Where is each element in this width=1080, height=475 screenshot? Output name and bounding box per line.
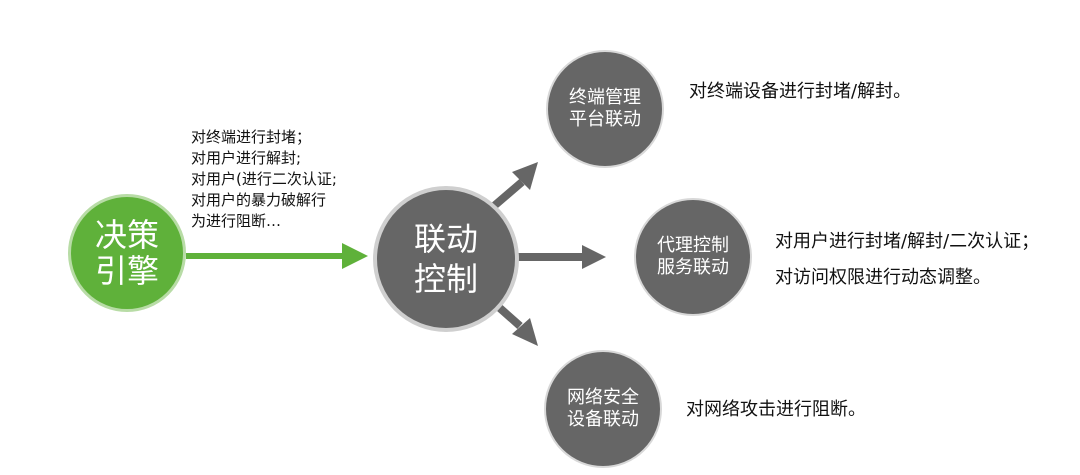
control-to-netsec-arrow-head (512, 318, 538, 346)
network-security-description: 对网络攻击进行阻断。 (686, 398, 866, 422)
terminal-platform-node: 终端管理平台联动 (546, 50, 664, 168)
proxy-service-description: 对用户进行封堵/解封/二次认证； 对访问权限进行动态调整。 (775, 230, 1039, 290)
proxy-service-description-line: 对用户进行封堵/解封/二次认证； (775, 231, 1040, 252)
terminal-platform-description: 对终端设备进行封堵/解封。 (689, 80, 911, 104)
engine-note-line: 对终端进行封堵； (191, 128, 312, 146)
engine-note-line: 对用户(进行二次认证; (191, 170, 337, 188)
control-to-terminal-arrow-head (512, 162, 538, 190)
control-to-proxy-arrow-head (582, 245, 606, 269)
linkage-control-node: 联动控制 (373, 186, 519, 332)
proxy-service-description-line: 对访问权限进行动态调整。 (775, 267, 991, 288)
proxy-service-label: 代理控制服务联动 (657, 235, 729, 278)
linkage-control-label: 联动控制 (413, 220, 478, 298)
proxy-service-node: 代理控制服务联动 (634, 198, 752, 316)
engine-note-line: 对用户的暴力破解行 (191, 191, 327, 209)
terminal-platform-description-line: 对终端设备进行封堵/解封。 (689, 81, 912, 102)
engine-note-line: 为进行阻断… (191, 212, 282, 230)
network-security-description-line: 对网络攻击进行阻断。 (686, 399, 866, 420)
network-security-node: 网络安全设备联动 (544, 350, 662, 468)
engine-action-notes: 对终端进行封堵； 对用户进行解封; 对用户(进行二次认证; 对用户的暴力破解行 … (191, 127, 366, 232)
engine-note-line: 对用户进行解封; (191, 149, 302, 167)
decision-engine-node: 决策引擎 (68, 194, 186, 312)
decision-engine-label: 决策引擎 (94, 216, 159, 290)
network-security-label: 网络安全设备联动 (567, 387, 639, 430)
terminal-platform-label: 终端管理平台联动 (569, 87, 641, 130)
engine-to-control-arrow-head (342, 243, 368, 269)
